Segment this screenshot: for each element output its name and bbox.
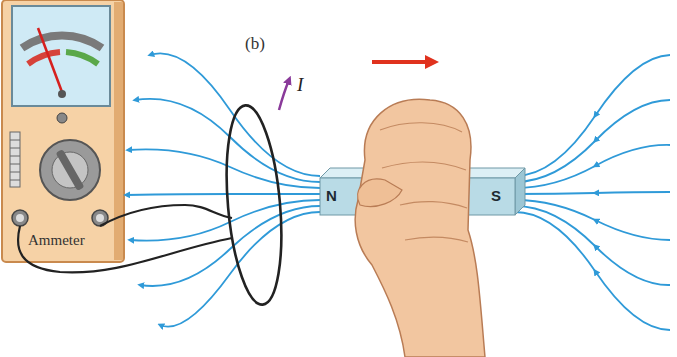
device-label: Ammeter [28,232,85,249]
field-line [126,53,320,326]
wire [18,205,232,272]
ammeter-part [56,149,85,191]
field-line-part [515,100,670,182]
ammeter-part [66,52,98,64]
ammeter-part-part [10,148,20,149]
ammeter-part [12,210,28,226]
hand-part-part [400,202,467,208]
ammeter-part [10,132,20,187]
field-line-part [130,200,320,241]
ammeter-part-part [10,164,20,165]
ammeter-part [96,214,104,222]
ammeter-part-part [10,140,20,141]
ammeter-part-part [10,172,20,173]
pole-label: S [491,187,501,204]
current-label: I [297,74,303,96]
field-line-part [515,212,670,330]
ammeter-part [114,2,123,260]
wire-part [100,205,232,226]
ammeter-part [28,52,60,64]
ammeter-part [38,28,62,92]
pole-label: N [326,187,337,204]
wire-loop [219,103,288,307]
field-line-part [126,194,320,195]
ammeter-part [40,140,100,200]
ammeter-part-part [10,156,20,157]
hand-part-part [405,237,468,242]
ammeter-part [22,35,102,48]
motion-arrow [372,60,432,64]
current-arrow [279,80,289,110]
hand-part [355,99,485,357]
ammeter-part [57,113,67,123]
ammeter-part [10,140,20,180]
field-line-part [128,149,320,188]
hand-part-part [382,162,466,170]
hand [355,99,485,357]
field-line-part [515,55,670,176]
field-line-part [515,200,670,240]
figure-label: (b) [245,34,265,54]
ammeter-part-part [10,180,20,181]
hand-part [380,123,468,242]
field-line [515,55,670,330]
ammeter-part [58,90,66,98]
ammeter-part [12,6,110,106]
bar-magnet-part [515,168,525,215]
ammeter-part [16,214,24,222]
field-line-part [515,145,670,188]
hand-part [358,179,402,206]
hand-part-part [380,123,462,132]
field-line-part [515,192,670,194]
